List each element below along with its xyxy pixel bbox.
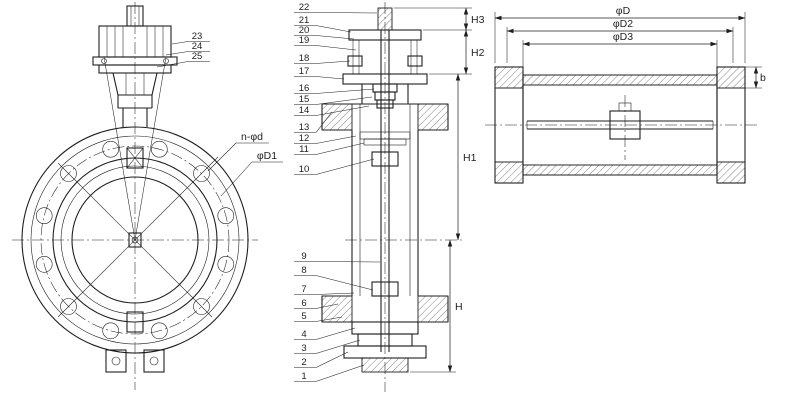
part-number-label: 17: [299, 66, 310, 77]
part-label: 1: [294, 364, 365, 382]
part-number-label: 3: [301, 343, 306, 354]
part-label: 17: [294, 66, 345, 80]
part-number-label: 2: [301, 357, 306, 368]
end-centerlines: [485, 95, 760, 160]
dim-h2-label: H2: [471, 47, 485, 59]
dim-h3-label: H3: [471, 14, 485, 26]
part-number-label: 19: [299, 35, 310, 46]
end-view: φD φD2 φD3 b: [485, 5, 766, 184]
part-number-label: 7: [301, 284, 306, 295]
part-number-label: 22: [299, 2, 310, 13]
front-view: 23 24 25 n-φd φD1: [12, 2, 283, 390]
part-number-label: 12: [299, 133, 310, 144]
part-number-label: 13: [299, 122, 310, 133]
part-label: 6: [294, 298, 339, 309]
diameter-dimensions: φD φD2 φD3: [494, 5, 746, 71]
stem-assembly: [377, 7, 393, 352]
dim-d3-label: φD3: [613, 31, 633, 43]
part-label: 9: [294, 251, 381, 263]
part-number-label: 6: [301, 298, 306, 309]
height-dimensions: H3 H2 H1 H: [394, 7, 485, 373]
part-number-label: 20: [299, 25, 310, 36]
part-label: 2: [294, 351, 349, 368]
actuator-top: [92, 5, 178, 127]
part-label: 18: [294, 53, 351, 64]
front-part-labels: 23 24 25: [156, 31, 210, 68]
part-label: 25: [156, 51, 210, 68]
part-number-label: 5: [301, 311, 306, 322]
part-label: 7: [294, 284, 355, 295]
right-flange-section: [716, 66, 746, 184]
part-label: 8: [294, 265, 374, 291]
section-part-labels-upper: 22 21 20 19 18 17 16 15 14 13 12 11 10: [294, 2, 378, 175]
part-label: 16: [294, 83, 375, 94]
part-label: 5: [294, 311, 343, 322]
part-number-label: 23: [192, 31, 203, 42]
part-label: 13: [294, 111, 333, 133]
dim-b-label: b: [760, 72, 766, 84]
stem-and-hub-details: [126, 147, 144, 333]
bolt-holes: [35, 140, 235, 340]
bottom-feet: [105, 349, 165, 373]
section-view: 22 21 20 19 18 17 16 15 14 13 12 11 10 9…: [294, 2, 485, 392]
dim-h-label: H: [455, 301, 463, 313]
body-tube: [351, 104, 419, 297]
part-label: 10: [294, 158, 375, 175]
front-annotations: n-φd φD1: [207, 131, 283, 197]
part-label: 22: [294, 2, 378, 14]
disc-edge: [526, 102, 714, 140]
section-part-labels-lower: 9 8 7 6 5 4 3 2 1: [294, 251, 381, 382]
part-label: 21: [294, 15, 352, 33]
bolt-note-label: n-φd: [241, 131, 263, 143]
part-number-label: 11: [299, 144, 309, 155]
body-top-flange: [321, 103, 449, 131]
part-number-label: 18: [299, 53, 310, 64]
dim-d-label: φD: [616, 5, 631, 17]
part-label: 15: [294, 94, 373, 105]
dim-h1-label: H1: [463, 152, 477, 164]
part-label: 20: [294, 25, 355, 40]
bolt-circle-dia-label: φD1: [257, 150, 277, 162]
part-label: 14: [294, 105, 370, 116]
part-label: 4: [294, 327, 356, 340]
part-number-label: 16: [299, 83, 310, 94]
flange-thickness-dimension: b: [745, 66, 766, 89]
part-number-label: 10: [299, 164, 310, 175]
part-label: 19: [294, 35, 357, 51]
part-number-label: 21: [299, 15, 310, 26]
dim-d2-label: φD2: [613, 18, 633, 30]
part-label: 3: [294, 339, 361, 354]
part-number-label: 4: [301, 329, 306, 340]
centerlines: [12, 2, 258, 390]
part-number-label: 8: [301, 265, 306, 276]
part-label: 11: [294, 142, 365, 155]
part-number-label: 1: [301, 371, 306, 382]
part-label: 12: [294, 133, 357, 144]
part-number-label: 15: [299, 94, 310, 105]
part-number-label: 24: [192, 41, 203, 52]
section-centerlines: [345, 2, 462, 392]
part-label: 23: [171, 31, 210, 45]
part-number-label: 9: [301, 251, 306, 262]
part-number-label: 25: [192, 51, 203, 62]
part-label: 24: [165, 41, 210, 56]
bottom-closure: [343, 321, 427, 373]
part-number-label: 14: [299, 105, 310, 116]
